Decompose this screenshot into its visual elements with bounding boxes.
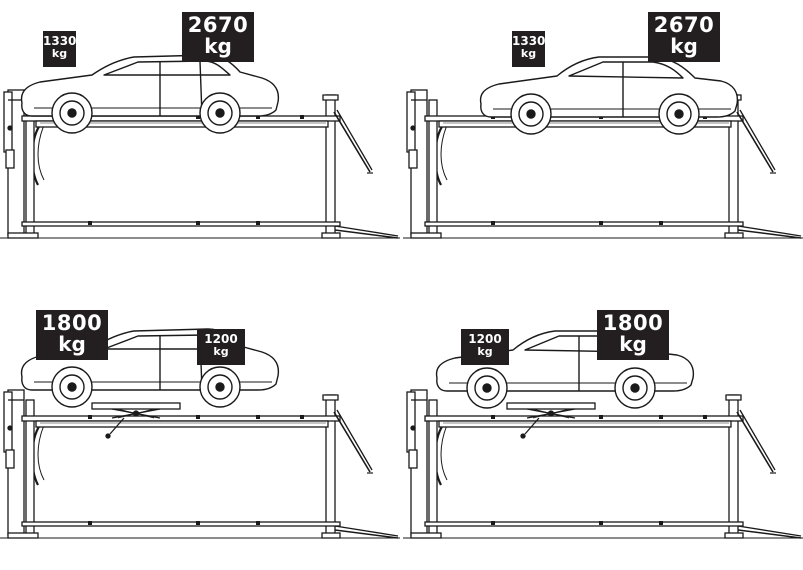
front-axle-load-badge: 1330 kg	[43, 31, 76, 67]
total-load-unit: kg	[670, 34, 698, 58]
front-axle-load-unit: kg	[520, 47, 537, 60]
front-axle-load-value: 1330	[512, 34, 546, 48]
lift-panel-bottom-left: 1800 kg 1200 kg	[0, 300, 402, 570]
front-load-badge: 1800 kg	[36, 310, 108, 360]
lift-illustration	[401, 56, 803, 240]
lift-panel-bottom-right: 1200 kg 1800 kg	[401, 300, 803, 570]
front-load-value: 1800	[602, 311, 664, 335]
total-load-badge: 2670 kg	[648, 12, 720, 62]
rear-load-unit: kg	[477, 345, 493, 358]
front-load-unit: kg	[619, 332, 647, 356]
rear-load-unit: kg	[213, 345, 229, 358]
rear-load-badge: 1200 kg	[197, 329, 245, 365]
front-load-value: 1800	[41, 311, 103, 335]
rear-load-value: 1200	[204, 332, 238, 346]
rear-load-value: 1200	[468, 332, 502, 346]
front-axle-load-unit: kg	[51, 47, 68, 60]
lift-panel-top-right: 1330 kg 2670 kg	[401, 0, 803, 270]
lift-panel-top-left: 1330 kg 2670 kg	[0, 0, 402, 270]
total-load-unit: kg	[204, 34, 232, 58]
front-load-badge: 1800 kg	[597, 310, 669, 360]
total-load-value: 2670	[187, 13, 249, 37]
rear-load-badge: 1200 kg	[461, 329, 509, 365]
front-axle-load-badge: 1330 kg	[512, 31, 545, 67]
total-load-badge: 2670 kg	[182, 12, 254, 62]
front-axle-load-value: 1330	[43, 34, 77, 48]
front-load-unit: kg	[58, 332, 86, 356]
total-load-value: 2670	[653, 13, 715, 37]
